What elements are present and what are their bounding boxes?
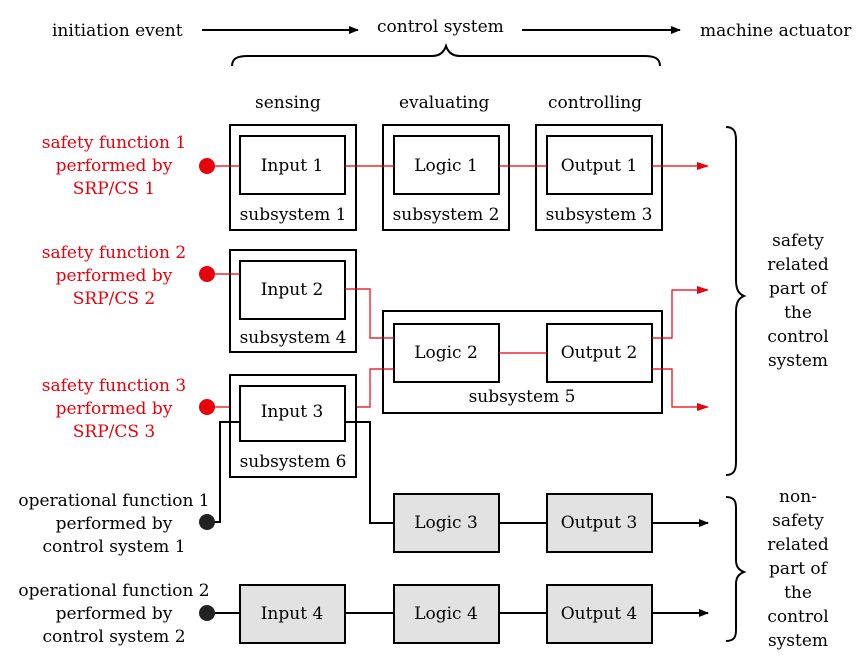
logic-2-block: [393, 323, 500, 383]
svg-text:control: control: [767, 607, 828, 627]
output-4-label: Output 4: [561, 604, 638, 624]
subsystem-3-label: subsystem 3: [546, 205, 653, 225]
sf3-start-dot: [199, 399, 215, 415]
top-brace: [231, 42, 661, 67]
of1-start-dot: [199, 514, 215, 530]
svg-text:safety: safety: [772, 231, 824, 251]
svg-text:performed by: performed by: [56, 604, 173, 624]
logic-1-block: [393, 135, 500, 195]
svg-text:operational function 2: operational function 2: [18, 581, 209, 601]
output-2-block: [546, 323, 653, 383]
output-1-label: Output 1: [561, 156, 638, 176]
svg-text:performed by: performed by: [56, 266, 173, 286]
safety-brace: [725, 126, 747, 476]
sf2-start-dot: [199, 266, 215, 282]
output-4-block: [546, 584, 653, 644]
initiation-event-label: initiation event: [52, 21, 183, 41]
svg-text:SRP/CS 2: SRP/CS 2: [73, 289, 156, 309]
svg-text:SRP/CS 3: SRP/CS 3: [73, 422, 156, 442]
svg-text:system: system: [768, 351, 828, 371]
input-4-label: Input 4: [261, 604, 324, 624]
of1-path: [215, 421, 709, 527]
input-2-block: [239, 260, 346, 320]
svg-text:control system 1: control system 1: [42, 537, 185, 557]
subsystem-4-label: subsystem 4: [240, 328, 347, 348]
svg-text:performed by: performed by: [56, 399, 173, 419]
output-2-label: Output 2: [561, 343, 638, 363]
col-sensing: sensing: [255, 93, 321, 113]
svg-text:performed by: performed by: [56, 156, 173, 176]
machine-actuator-label: machine actuator: [700, 21, 852, 41]
input-3-label: Input 3: [261, 402, 324, 422]
svg-text:control system 2: control system 2: [42, 627, 185, 647]
non-safety-related-label: non- safety related part of the control …: [767, 487, 829, 651]
col-controlling: controlling: [548, 93, 642, 113]
safety-function-3-label: safety function 3 performed by SRP/CS 3: [42, 376, 186, 442]
operational-function-1-label: operational function 1 performed by cont…: [18, 491, 209, 557]
logic-4-block: [393, 584, 500, 644]
svg-text:related: related: [767, 535, 829, 555]
col-evaluating: evaluating: [399, 93, 490, 113]
safety-related-label: safety related part of the control syste…: [767, 231, 829, 371]
of2-start-dot: [199, 605, 215, 621]
input-1-label: Input 1: [261, 156, 324, 176]
svg-text:safety: safety: [772, 511, 824, 531]
sf2-sf3-paths: [215, 273, 709, 411]
svg-text:the: the: [784, 583, 812, 603]
input-4-block: [239, 584, 346, 644]
logic-3-label: Logic 3: [414, 513, 478, 533]
non-safety-brace: [725, 496, 747, 642]
sf1-start-dot: [199, 158, 215, 174]
svg-text:part of: part of: [769, 559, 829, 579]
safety-function-1-label: safety function 1 performed by SRP/CS 1: [42, 133, 186, 199]
svg-text:part of: part of: [769, 279, 829, 299]
logic-4-label: Logic 4: [414, 604, 478, 624]
output-1-block: [546, 135, 653, 195]
subsystem-6-label: subsystem 6: [240, 452, 347, 472]
logic-2-label: Logic 2: [414, 343, 478, 363]
svg-text:safety function 3: safety function 3: [42, 376, 186, 396]
safety-function-2-label: safety function 2 performed by SRP/CS 2: [42, 243, 186, 309]
output-3-label: Output 3: [561, 513, 638, 533]
input-1-block: [239, 135, 346, 195]
operational-function-2-label: operational function 2 performed by cont…: [18, 581, 209, 647]
svg-text:performed by: performed by: [56, 514, 173, 534]
subsystem-2-label: subsystem 2: [393, 205, 500, 225]
svg-text:system: system: [768, 631, 828, 651]
svg-text:SRP/CS 1: SRP/CS 1: [73, 179, 156, 199]
svg-text:operational function 1: operational function 1: [18, 491, 209, 511]
svg-text:safety function 2: safety function 2: [42, 243, 186, 263]
svg-text:non-: non-: [779, 487, 817, 507]
subsystem-1-label: subsystem 1: [240, 205, 347, 225]
control-system-label: control system: [377, 17, 504, 37]
input-2-label: Input 2: [261, 280, 324, 300]
logic-1-label: Logic 1: [414, 156, 478, 176]
svg-text:related: related: [767, 255, 829, 275]
subsystem-5-label: subsystem 5: [469, 387, 576, 407]
svg-text:the: the: [784, 303, 812, 323]
svg-text:safety function 1: safety function 1: [42, 133, 186, 153]
input-3-block: [239, 385, 346, 442]
svg-text:control: control: [767, 327, 828, 347]
